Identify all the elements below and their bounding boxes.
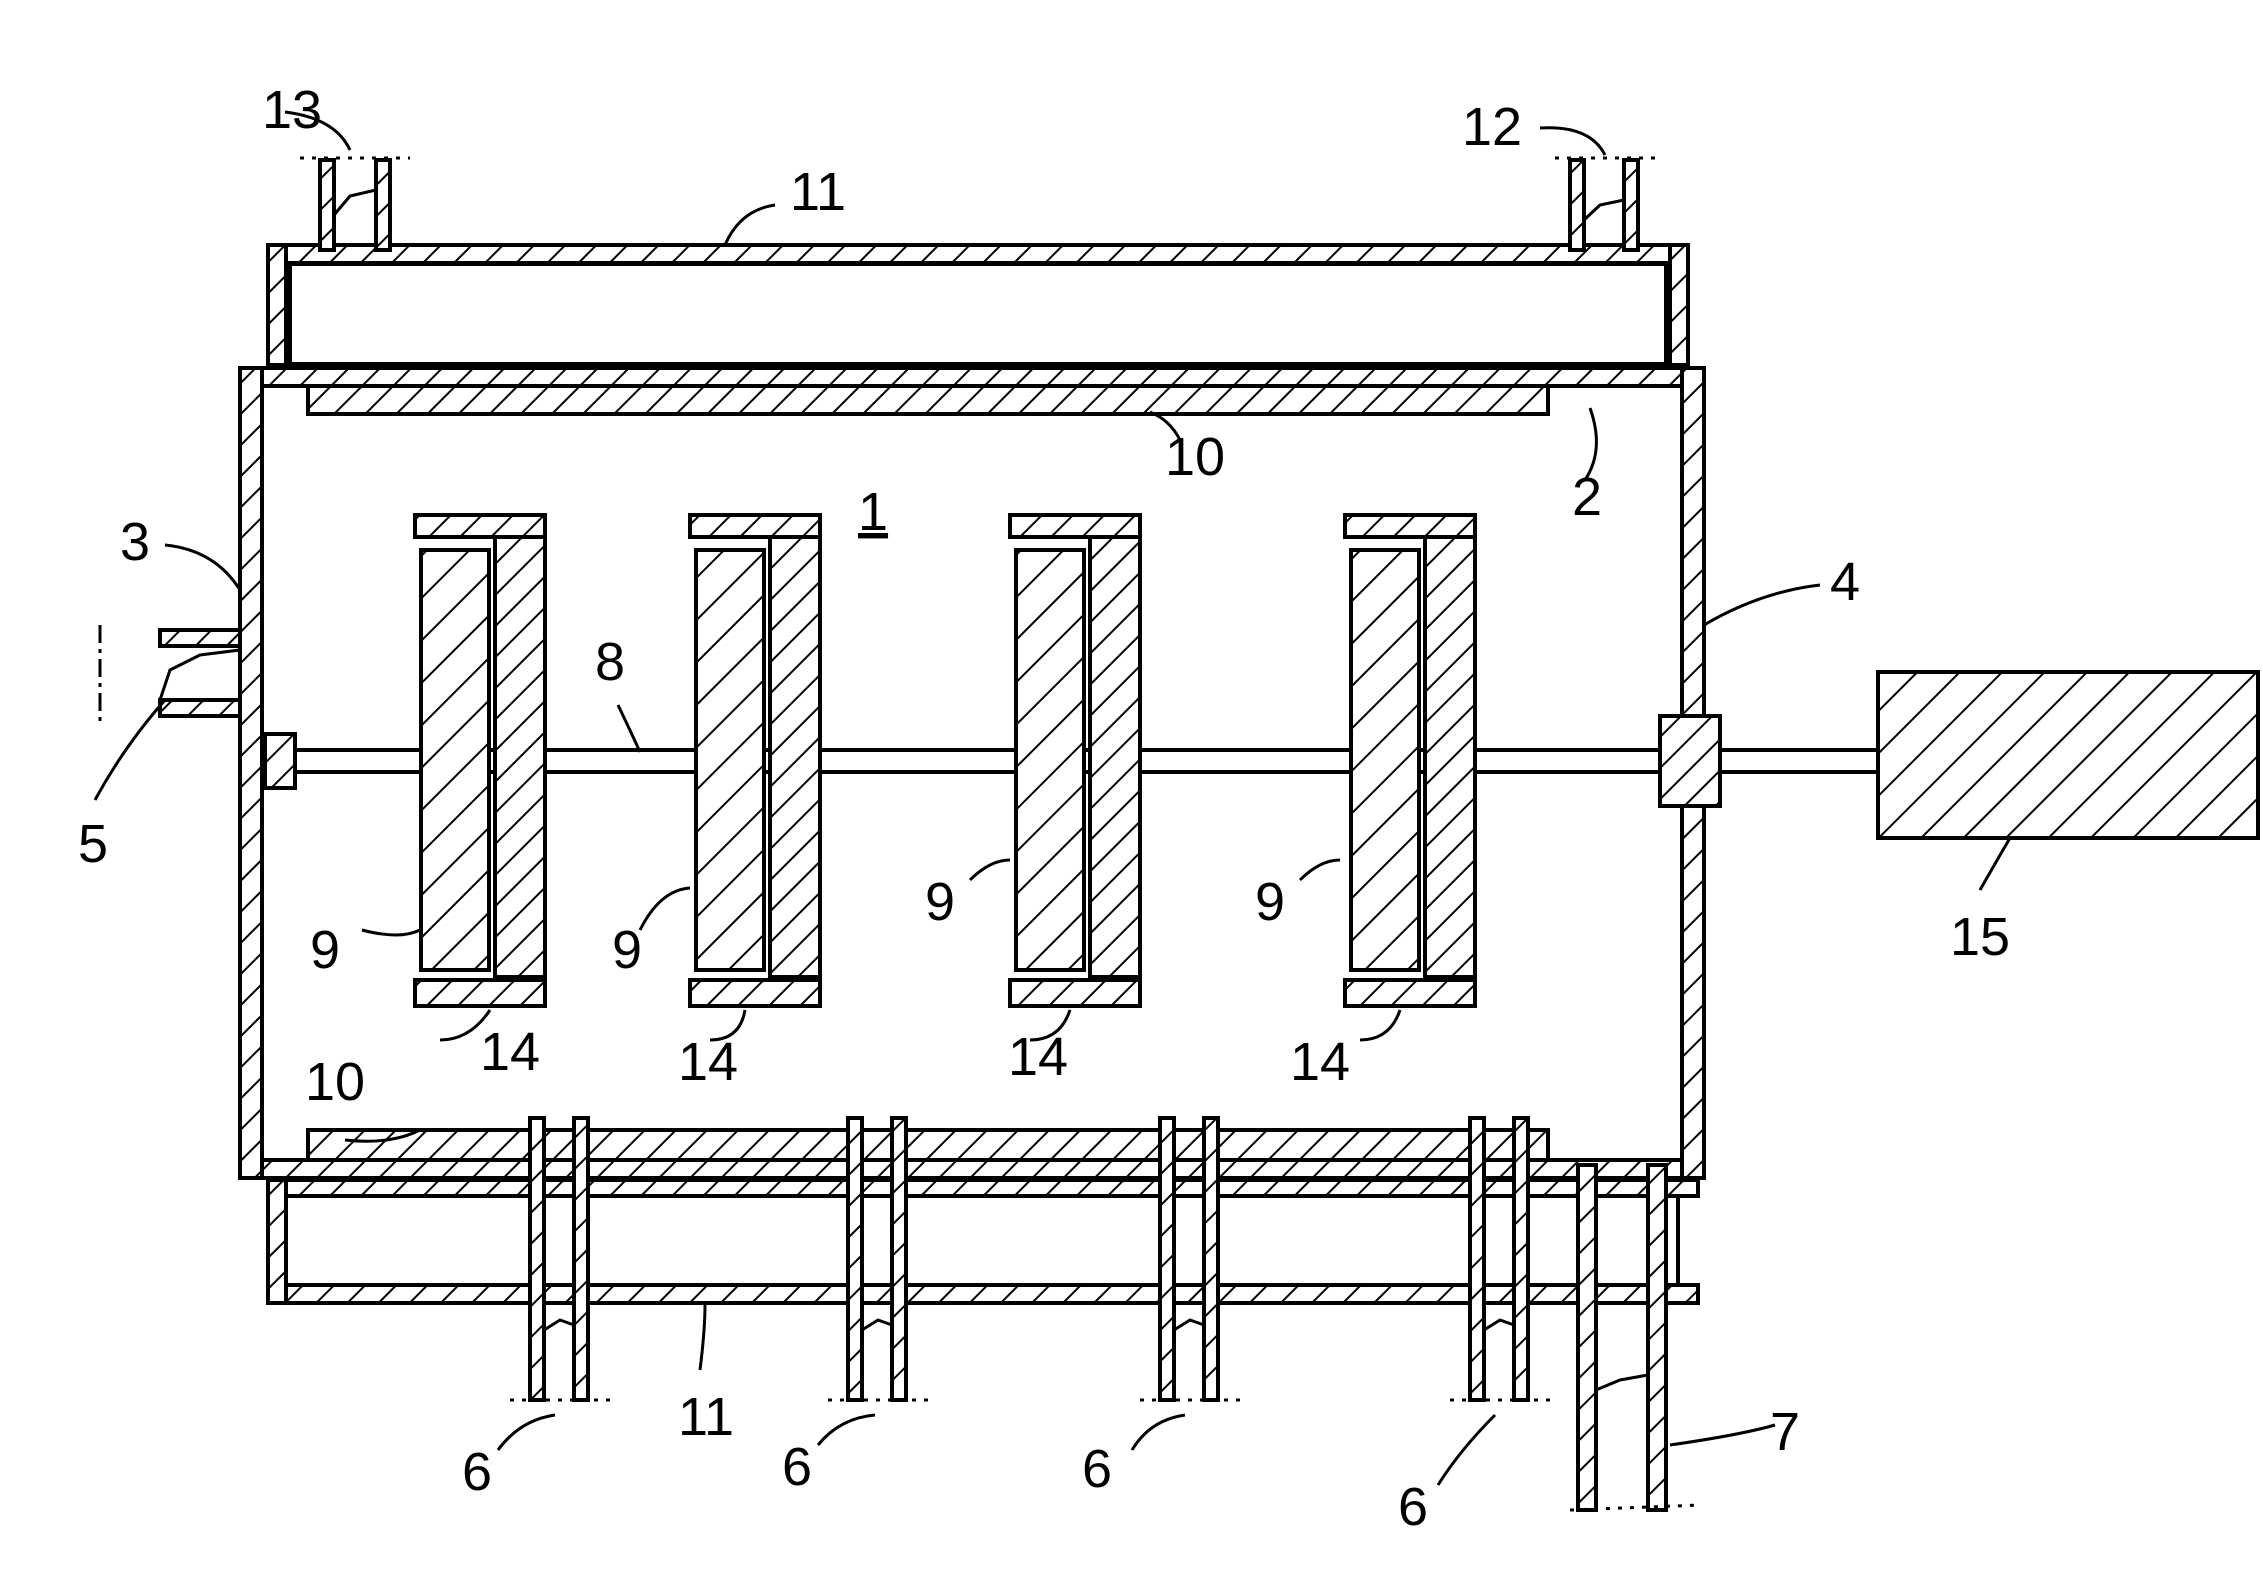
label-14-d: 14 bbox=[1290, 1032, 1350, 1092]
holder-bottom-14 bbox=[415, 980, 545, 1006]
outlet-break bbox=[1174, 1320, 1204, 1330]
outlet-break bbox=[1484, 1320, 1514, 1330]
holder-bottom-14 bbox=[1010, 980, 1140, 1006]
holder-back bbox=[770, 537, 820, 977]
upper-heater-plate bbox=[308, 386, 1548, 414]
label-10-bottom: 10 bbox=[305, 1052, 365, 1112]
label-12: 12 bbox=[1462, 97, 1522, 157]
disc-assembly-4 bbox=[1345, 515, 1475, 1006]
label-13: 13 bbox=[262, 80, 322, 140]
label-14-c: 14 bbox=[1008, 1027, 1068, 1087]
top-pipe-12 bbox=[1555, 158, 1660, 250]
disc-assembly-1 bbox=[415, 515, 545, 1006]
label-9-d: 9 bbox=[1255, 872, 1285, 932]
disc-9 bbox=[421, 550, 489, 970]
label-10-top: 10 bbox=[1165, 427, 1225, 487]
holder-top bbox=[1010, 515, 1140, 537]
outlet-wall-right bbox=[892, 1118, 906, 1400]
outlet-break bbox=[862, 1320, 892, 1330]
inlet-pipe-5 bbox=[100, 625, 240, 725]
outlet-7-wall-left bbox=[1578, 1165, 1596, 1510]
disc-9 bbox=[696, 550, 764, 970]
disc-assembly-3 bbox=[1010, 515, 1140, 1006]
label-9-b: 9 bbox=[612, 920, 642, 980]
drive-unit-15 bbox=[1878, 672, 2258, 838]
holder-bottom-14 bbox=[1345, 980, 1475, 1006]
label-6-b: 6 bbox=[782, 1437, 812, 1497]
label-9-c: 9 bbox=[925, 872, 955, 932]
upper-jacket bbox=[268, 245, 1688, 365]
lower-heater-plate bbox=[308, 1130, 1548, 1160]
outlet-7-break bbox=[1596, 1375, 1648, 1390]
outlet-wall-left bbox=[1160, 1118, 1174, 1400]
label-2: 2 bbox=[1572, 467, 1602, 527]
holder-back bbox=[495, 537, 545, 977]
disc-9 bbox=[1016, 550, 1084, 970]
label-14-b: 14 bbox=[678, 1032, 738, 1092]
outlet-wall-left bbox=[848, 1118, 862, 1400]
label-1: 1 bbox=[858, 482, 888, 542]
label-5: 5 bbox=[78, 814, 108, 874]
top-pipe-13 bbox=[300, 158, 410, 250]
outlet-wall-left bbox=[1470, 1118, 1484, 1400]
holder-back bbox=[1090, 537, 1140, 977]
label-8: 8 bbox=[595, 632, 625, 692]
outlet-wall-right bbox=[574, 1118, 588, 1400]
label-15: 15 bbox=[1950, 907, 2010, 967]
holder-top bbox=[1345, 515, 1475, 537]
label-11-top: 11 bbox=[790, 162, 846, 222]
label-4: 4 bbox=[1830, 552, 1860, 612]
outlet-break bbox=[544, 1320, 574, 1330]
label-11-bottom: 11 bbox=[678, 1387, 734, 1447]
outlet-7-wall-right bbox=[1648, 1165, 1666, 1510]
label-3: 3 bbox=[120, 512, 150, 572]
disc-assembly-2 bbox=[690, 515, 820, 1006]
holder-back bbox=[1425, 537, 1475, 977]
holder-top bbox=[690, 515, 820, 537]
label-6-d: 6 bbox=[1398, 1477, 1428, 1537]
outlet-wall-right bbox=[1514, 1118, 1528, 1400]
disc-9 bbox=[1351, 550, 1419, 970]
label-6-a: 6 bbox=[462, 1442, 492, 1502]
holder-top bbox=[415, 515, 545, 537]
outlet-wall-right bbox=[1204, 1118, 1218, 1400]
outlet-wall-left bbox=[530, 1118, 544, 1400]
holder-bottom-14 bbox=[690, 980, 820, 1006]
label-7: 7 bbox=[1770, 1402, 1800, 1462]
label-9-a: 9 bbox=[310, 920, 340, 980]
label-6-c: 6 bbox=[1082, 1439, 1112, 1499]
label-14-a: 14 bbox=[480, 1022, 540, 1082]
